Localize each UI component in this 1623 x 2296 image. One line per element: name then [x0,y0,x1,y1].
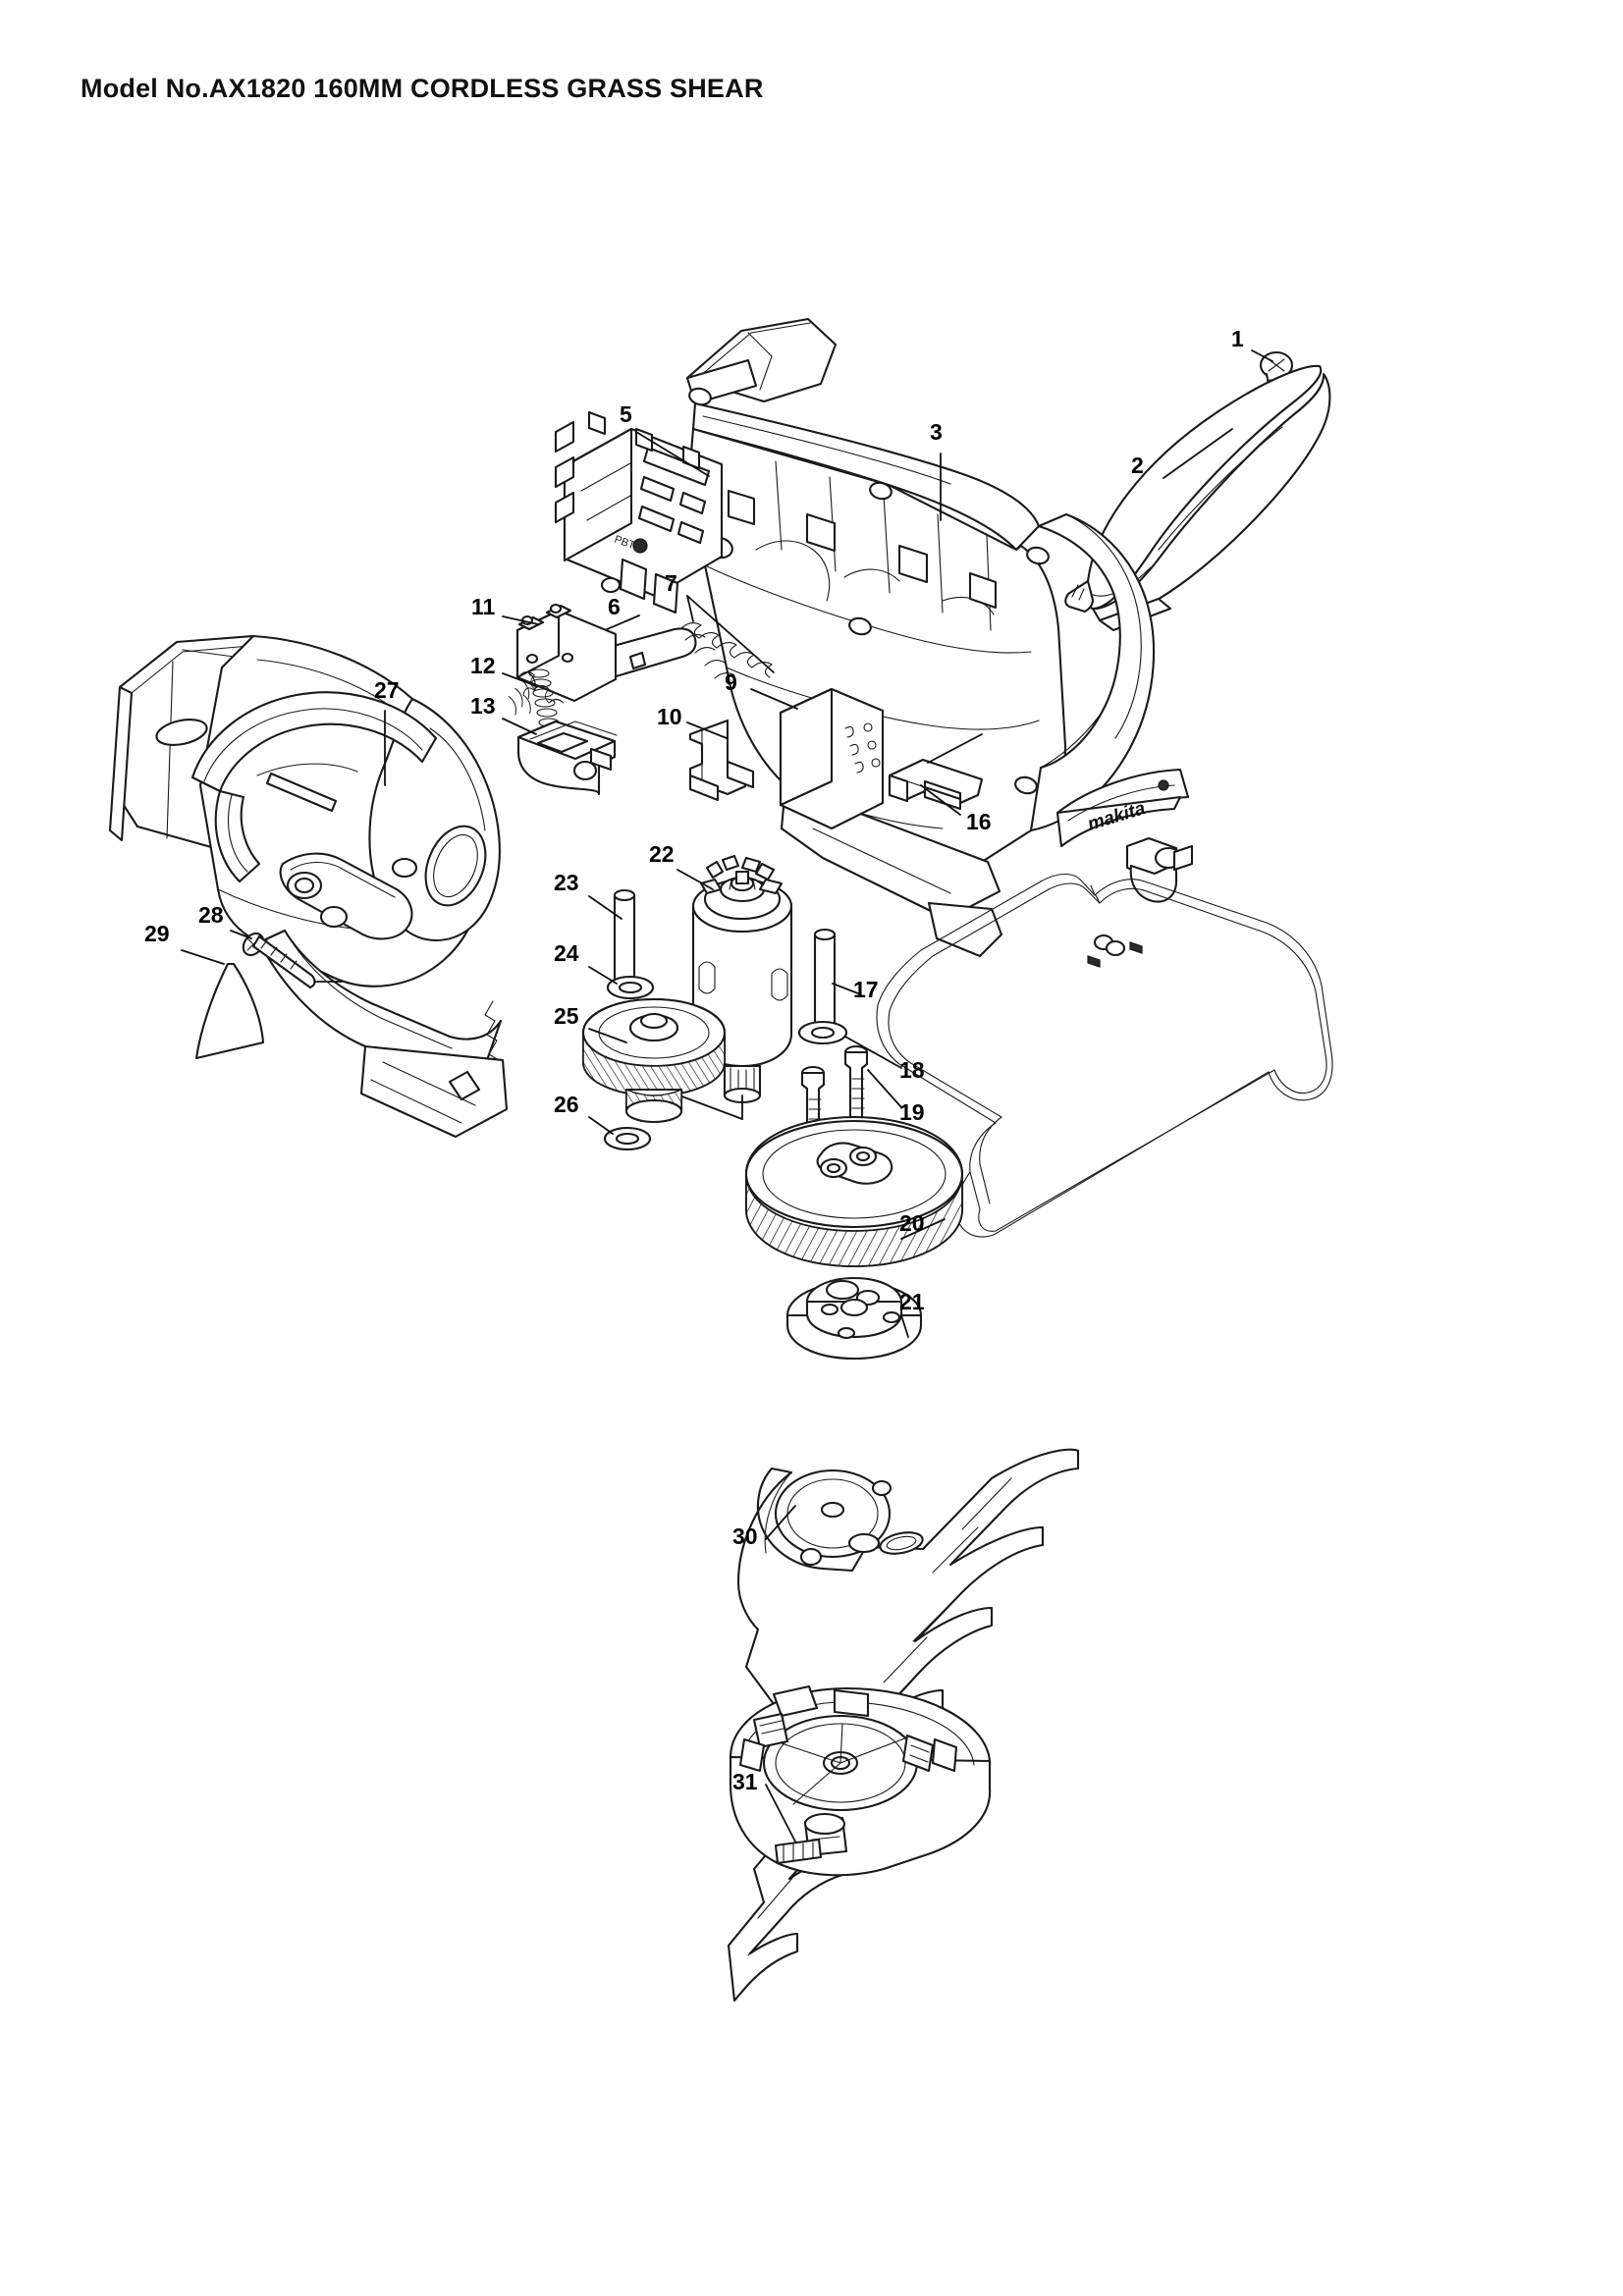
part-label-switch-spring: 12 [470,653,496,678]
part-23-pin-art [588,888,636,992]
part-11-micro-switch-art [502,603,618,703]
part-label-hex-socket-bolt: 19 [899,1099,925,1125]
part-label-compression-spring: 7 [665,570,677,596]
part-2-cover-art [1064,364,1331,632]
part-label-controller-circuit-board: 9 [725,669,737,695]
part-24-washer-art [588,966,655,1000]
part-29-side-cover-art [181,949,265,1060]
part-28-tapping-screw-art [230,930,343,989]
part-label-helical-pinion-gear: 25 [554,1003,579,1029]
part-26-washer-art [588,1116,652,1151]
part-20-final-gear-art [744,1115,964,1268]
part-label-pin-shaft-short: 17 [853,977,879,1002]
part-label-flat-washer-18: 18 [899,1057,925,1083]
part-17-pin-art [813,928,859,1032]
part-label-blade-base-plate: 31 [732,1769,758,1794]
part-label-terminal-bracket: 10 [657,704,682,729]
makita-badge-art: makita [1055,768,1194,903]
part-21-eccentric-art [785,1276,923,1361]
part-label-pan-head-screw: 1 [1231,326,1244,351]
part-label-final-gear: 20 [899,1210,925,1236]
part-label-housing-set-right-half: 3 [930,419,943,445]
part-31-base-plate-art [729,1684,992,1877]
part-label-switch-trigger: 13 [470,693,496,719]
part-label-flat-washer-24: 24 [554,940,579,966]
part-10-bracket-art [686,719,755,802]
part-27-housing-left-art [108,634,509,1139]
part-19-bolts-art [800,1044,902,1149]
part-16-contact-plate-art [888,733,984,816]
part-7-spring-art [680,595,775,679]
part-18-washer-art [797,1020,902,1069]
part-label-battery-terminal-block: 5 [620,401,632,427]
part-5-terminal-block-art: PBT [554,410,724,614]
part-label-armature-pin: 23 [554,870,579,895]
part-9-controller-art [750,687,885,830]
part-label-housing-set-left-half: 27 [374,677,400,703]
wire-guard-frame-art [876,873,1333,1238]
page-title: Model No.AX1820 160MM CORDLESS GRASS SHE… [81,74,764,103]
part-12-spring-art [502,668,565,727]
part-label-shear-blade-assembly: 30 [732,1523,758,1549]
part-label-flat-washer-26: 26 [554,1092,579,1117]
part-label-switch-lever-rod: 6 [608,594,621,619]
part-25-helical-gear-art [581,997,727,1124]
part-label-dc-motor: 22 [649,841,675,867]
part-label-eccentric-plate: 21 [899,1289,925,1314]
part-label-micro-switch: 11 [471,594,496,619]
part-label-blade-cover-guard: 2 [1131,453,1144,478]
part-label-contact-plate: 16 [966,809,992,834]
part-label-housing-side-cover: 29 [144,921,170,946]
part-label-tapping-screw: 28 [198,902,224,928]
part-13-trigger-art [502,718,618,796]
